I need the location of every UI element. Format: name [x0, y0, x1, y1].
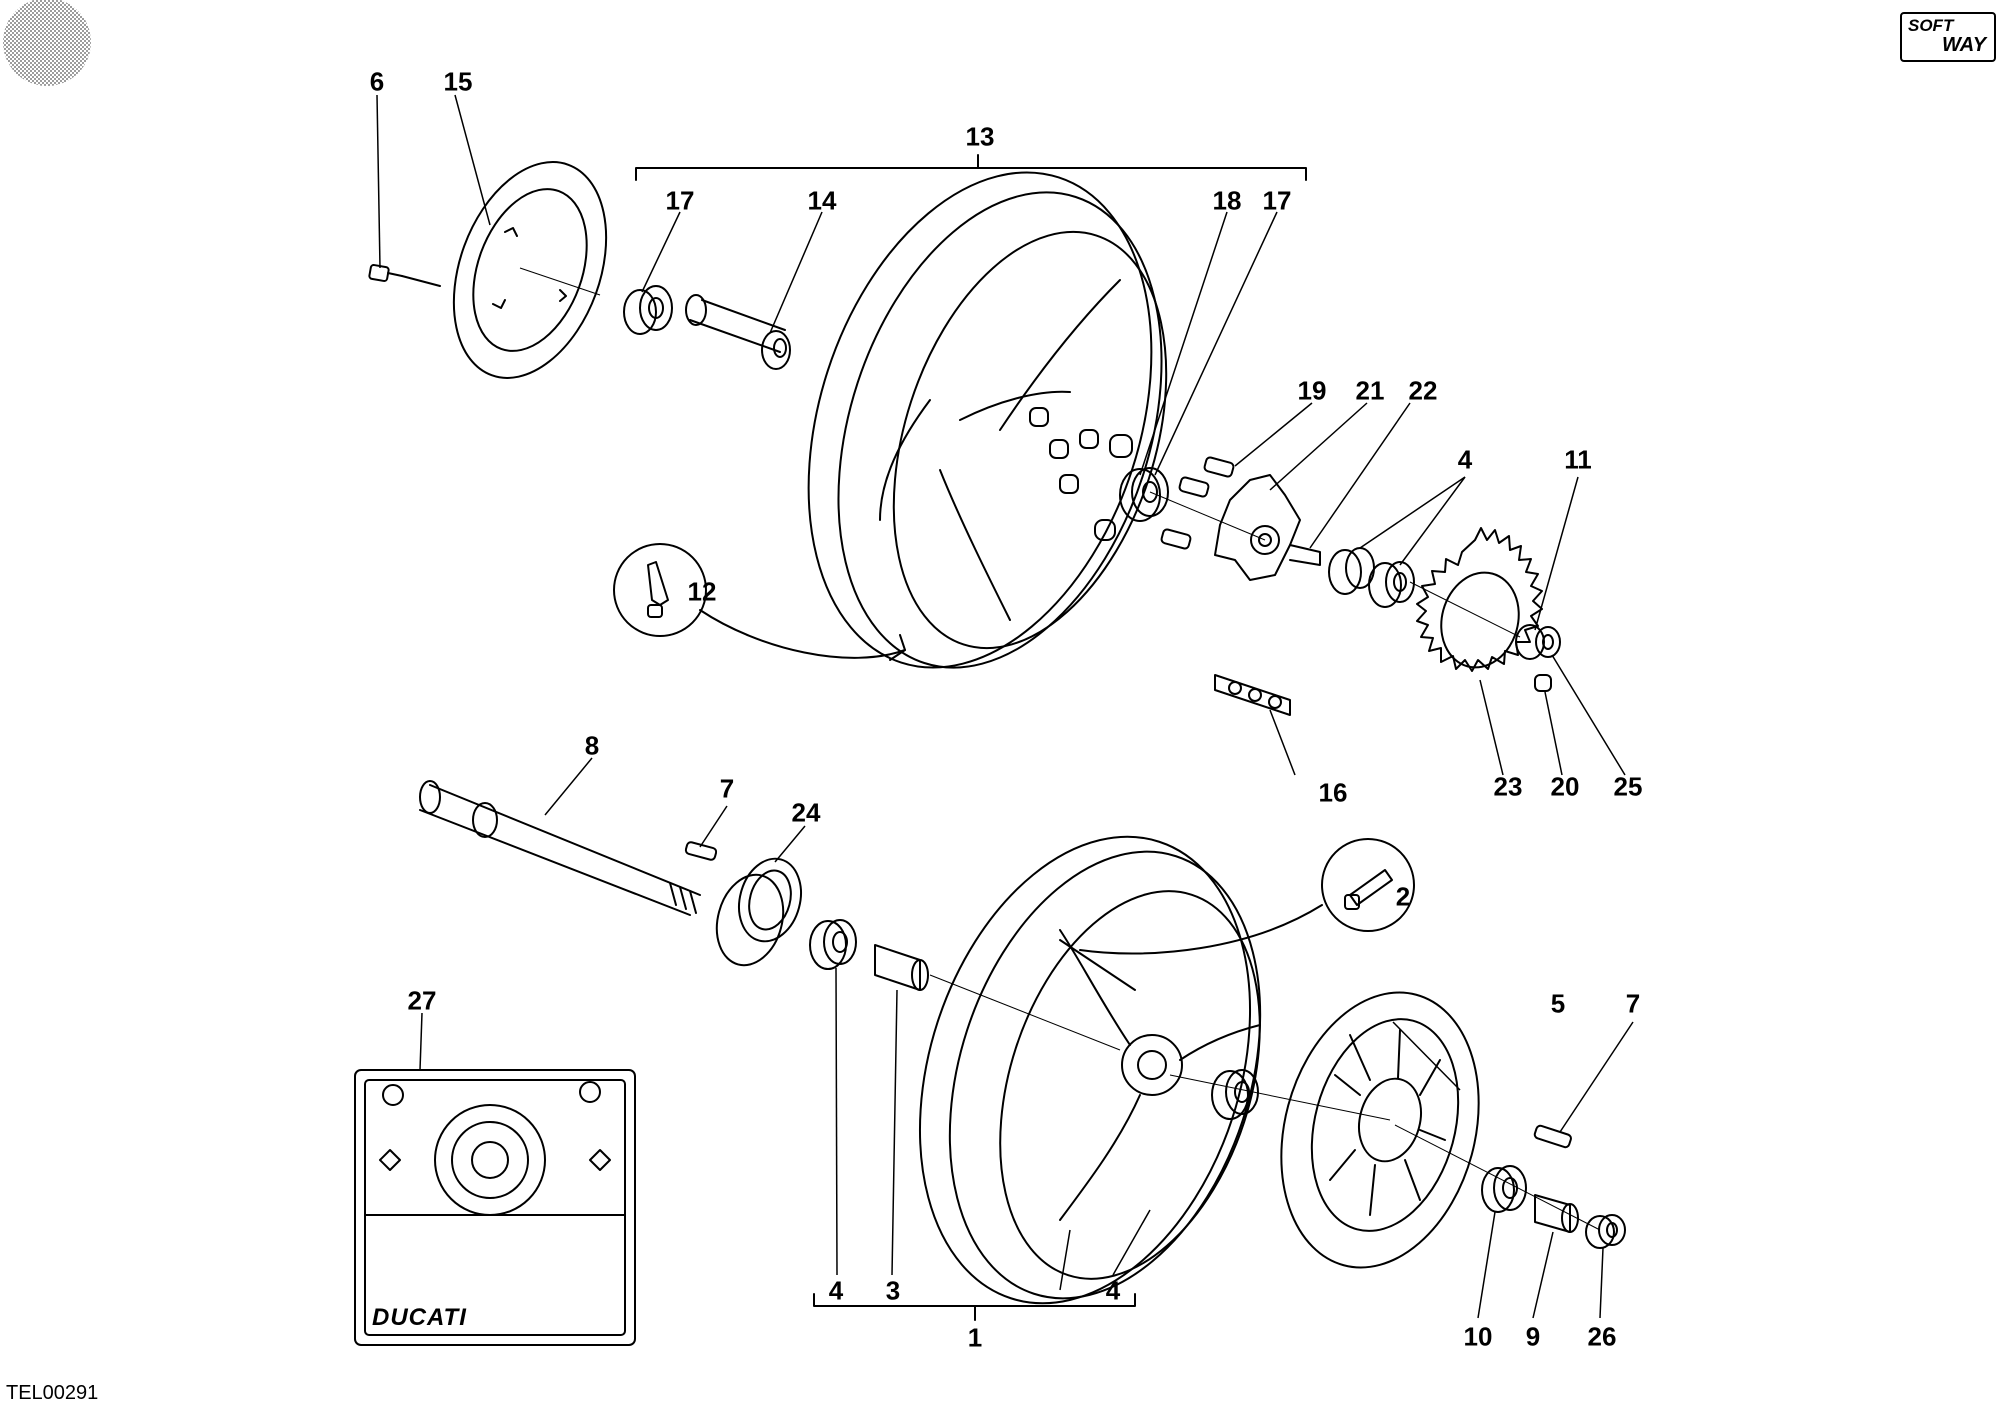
sprocket-nut: [1515, 624, 1561, 692]
section-tab-icon: [3, 0, 91, 86]
disc-bushing: [1534, 1194, 1579, 1233]
callout-17-right: 17: [1262, 185, 1292, 216]
rear-spacer: [685, 294, 791, 370]
callout-15: 15: [443, 66, 473, 97]
callout-11: 11: [1564, 444, 1592, 475]
callout-6: 6: [369, 66, 385, 97]
chain-link: [1214, 674, 1291, 716]
publisher-logo-line1: SOFT: [1908, 16, 1954, 35]
carrier-shaft: [1289, 544, 1415, 608]
callout-23: 23: [1493, 771, 1523, 802]
rear-wheel-assembly-bracket: [635, 154, 1307, 181]
rear-brake-disc: [452, 161, 608, 379]
leader-lines: [376, 94, 1634, 1319]
front-bearing-right: [1211, 1069, 1259, 1120]
axle-spacer: [715, 857, 802, 967]
callout-1: 1: [967, 1322, 983, 1353]
callout-17-left: 17: [665, 185, 695, 216]
callout-22: 22: [1408, 375, 1438, 406]
front-axle: [419, 780, 701, 916]
front-brake-disc: [1280, 991, 1480, 1269]
ducati-plate-logo: DUCATI: [372, 1304, 467, 1331]
callout-27: 27: [407, 985, 437, 1016]
callout-20: 20: [1550, 771, 1580, 802]
rear-wheel-rim: [807, 171, 1168, 669]
publisher-logo: SOFT WAY: [1900, 12, 1996, 62]
callout-4-rear: 4: [1457, 444, 1473, 475]
rear-sprocket: [1416, 527, 1543, 672]
callout-26: 26: [1587, 1321, 1617, 1352]
front-wheel-assembly-bracket: [813, 1293, 1136, 1321]
callout-14: 14: [807, 185, 837, 216]
callout-25: 25: [1613, 771, 1643, 802]
callout-8: 8: [584, 730, 600, 761]
disc-bolt: [1533, 1124, 1572, 1149]
sprocket-studs: [1160, 456, 1235, 550]
callout-16: 16: [1318, 777, 1348, 808]
callout-21: 21: [1355, 375, 1385, 406]
publisher-logo-line2: WAY: [1942, 34, 1987, 56]
callout-5: 5: [1550, 988, 1566, 1019]
rear-bearing-left: [623, 285, 673, 335]
callout-10: 10: [1463, 1321, 1493, 1352]
rear-bearing-right: [1119, 467, 1169, 522]
callout-19: 19: [1297, 375, 1327, 406]
callout-2: 2: [1395, 881, 1411, 912]
document-id: TEL00291: [6, 1382, 99, 1404]
front-valve-inset: [1079, 838, 1415, 955]
assembly-axis-lines: [519, 267, 1601, 1231]
disc-nut: [1585, 1214, 1626, 1249]
callout-24: 24: [791, 797, 821, 828]
callout-18: 18: [1212, 185, 1242, 216]
callout-4-front-left: 4: [828, 1275, 844, 1306]
callout-4-front-right: 4: [1105, 1275, 1121, 1306]
callout-7-bottom: 7: [1625, 988, 1641, 1019]
callout-9: 9: [1525, 1321, 1541, 1352]
callout-7-top: 7: [719, 773, 735, 804]
sprocket-carrier: [1214, 474, 1301, 581]
front-spacer: [874, 944, 929, 991]
callout-13: 13: [965, 121, 995, 152]
clamp-screw: [684, 841, 718, 861]
front-bearing-left: [809, 919, 857, 970]
callout-3: 3: [885, 1275, 901, 1306]
rear-valve-inset: [613, 543, 906, 661]
engine-sprocket-plate: [354, 1069, 636, 1346]
callout-12: 12: [687, 576, 717, 607]
